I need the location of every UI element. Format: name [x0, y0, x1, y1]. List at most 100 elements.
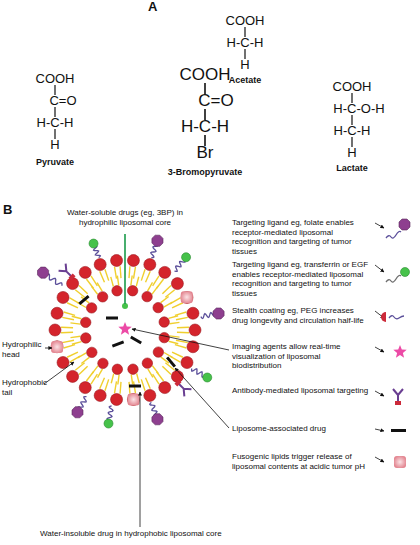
lipid-tail	[162, 286, 171, 294]
lipid-head	[79, 266, 91, 278]
lipid-head	[127, 286, 137, 296]
lipid-tail	[105, 379, 109, 390]
lipid-head	[51, 341, 63, 353]
lipid-tail	[75, 290, 84, 298]
lipid-tail	[64, 312, 76, 315]
callout-text: Antibody-mediated liposomal targeting	[232, 386, 372, 396]
antibody-arms	[175, 380, 191, 396]
lipid-tail	[78, 353, 87, 358]
lipid-tail	[172, 352, 183, 357]
callout-text: Imaging agents allow real-time visualiza…	[232, 342, 372, 371]
callout-text: Hydrophilic head	[2, 340, 44, 359]
lipid-head	[86, 303, 96, 313]
lipid-tail	[136, 277, 139, 287]
lipid-head	[94, 389, 106, 401]
lipid-tail	[100, 271, 105, 282]
chemical-formula: H-C-H	[210, 36, 280, 49]
lipid-head	[181, 357, 193, 369]
lipid-tail	[168, 316, 178, 319]
fusogenic-lipid	[51, 341, 63, 353]
chemical-formula: COOH	[20, 72, 90, 85]
lipid-head	[127, 255, 139, 267]
lipid-tail	[172, 303, 183, 308]
lipid-tail	[75, 363, 84, 371]
callout-text: Fusogenic lipids trigger release of lipo…	[232, 452, 372, 471]
antibody	[173, 378, 191, 396]
lipid-tail	[128, 266, 130, 278]
panel-letter: B	[3, 203, 23, 217]
callout-text: Water-insoluble drug in hydrophobic lipo…	[40, 529, 380, 539]
lipid-tail	[165, 290, 174, 298]
chemical-formula: H	[20, 138, 90, 151]
transferrin-ligand	[104, 419, 113, 428]
lipid-tail	[152, 366, 158, 374]
lipid-head	[142, 291, 152, 301]
lipid-head	[187, 307, 199, 319]
transferrin-ligand	[182, 253, 191, 262]
callout-arrow	[375, 265, 384, 272]
lipid-head	[144, 389, 156, 401]
lipid-tail	[148, 369, 153, 378]
lipid-tail	[70, 323, 80, 324]
lipid-head	[159, 317, 169, 327]
lipid-head	[171, 370, 183, 382]
lipid-tail	[72, 316, 82, 319]
lipid-tail	[119, 266, 121, 278]
lipid-head	[128, 364, 138, 374]
leader-lines	[44, 234, 229, 527]
drug-molecule	[112, 341, 124, 348]
callout-arrow	[375, 457, 384, 462]
folate-ligand	[213, 308, 224, 319]
antibody	[59, 264, 77, 282]
lipid-head	[57, 291, 69, 303]
lipid-head	[153, 302, 163, 312]
callout-text: Targeting ligand eg, transferrin or EGF …	[232, 260, 372, 298]
chemical-formula: COOH	[160, 66, 250, 83]
compound-name: Pyruvate	[10, 158, 100, 168]
callout-text: Liposome-associated drug	[232, 424, 372, 434]
callout-arrow	[375, 347, 384, 352]
lipid-tail	[67, 303, 78, 308]
lipid-tail	[92, 286, 98, 294]
lipid-head	[49, 324, 61, 336]
lipid-tail	[153, 374, 159, 384]
lipid-tail	[134, 267, 136, 279]
folate-ligand	[152, 235, 163, 246]
callout-text: Hydrophobic tail	[2, 378, 44, 397]
callout-arrow	[375, 223, 384, 228]
drug-molecule	[130, 336, 142, 345]
lipid-tail	[146, 378, 151, 389]
compound-name: 3-Bromopyruvate	[145, 168, 265, 178]
lipid-head	[112, 364, 122, 374]
lipid-tail	[100, 378, 105, 389]
lipid-head	[171, 278, 183, 290]
lipid-head	[142, 358, 152, 368]
lipid-head	[153, 347, 163, 357]
lipid-head	[87, 347, 97, 357]
lipid-tail	[162, 366, 171, 374]
lipid-tail	[111, 277, 114, 287]
lipid-tail	[137, 373, 140, 383]
lipid-tail	[148, 282, 153, 291]
callout-text: Targeting ligand eg, folate enables rece…	[232, 218, 372, 256]
lipid-tail	[175, 312, 187, 315]
lipid-tail	[91, 374, 97, 384]
lipid-head	[98, 358, 108, 368]
folate-ligand	[38, 267, 49, 278]
lipid-tail	[131, 275, 132, 285]
lipid-head	[67, 278, 79, 290]
lipid-head	[67, 370, 79, 382]
drug-molecule	[166, 356, 176, 367]
callout-text: Water-soluble drugs (eg, 3BP) in hydroph…	[60, 208, 190, 227]
fusogenic-lipid	[128, 393, 140, 405]
lipid-tail	[119, 382, 121, 394]
liposome-illustration	[38, 235, 225, 428]
chemical-formula: COOH	[317, 80, 387, 93]
lipid-tail	[72, 342, 82, 345]
lipid-head	[79, 382, 91, 394]
lipid-tail	[61, 327, 73, 329]
lipid-head	[51, 307, 63, 319]
lipid-tail	[146, 271, 151, 282]
lipid-head	[94, 259, 106, 271]
